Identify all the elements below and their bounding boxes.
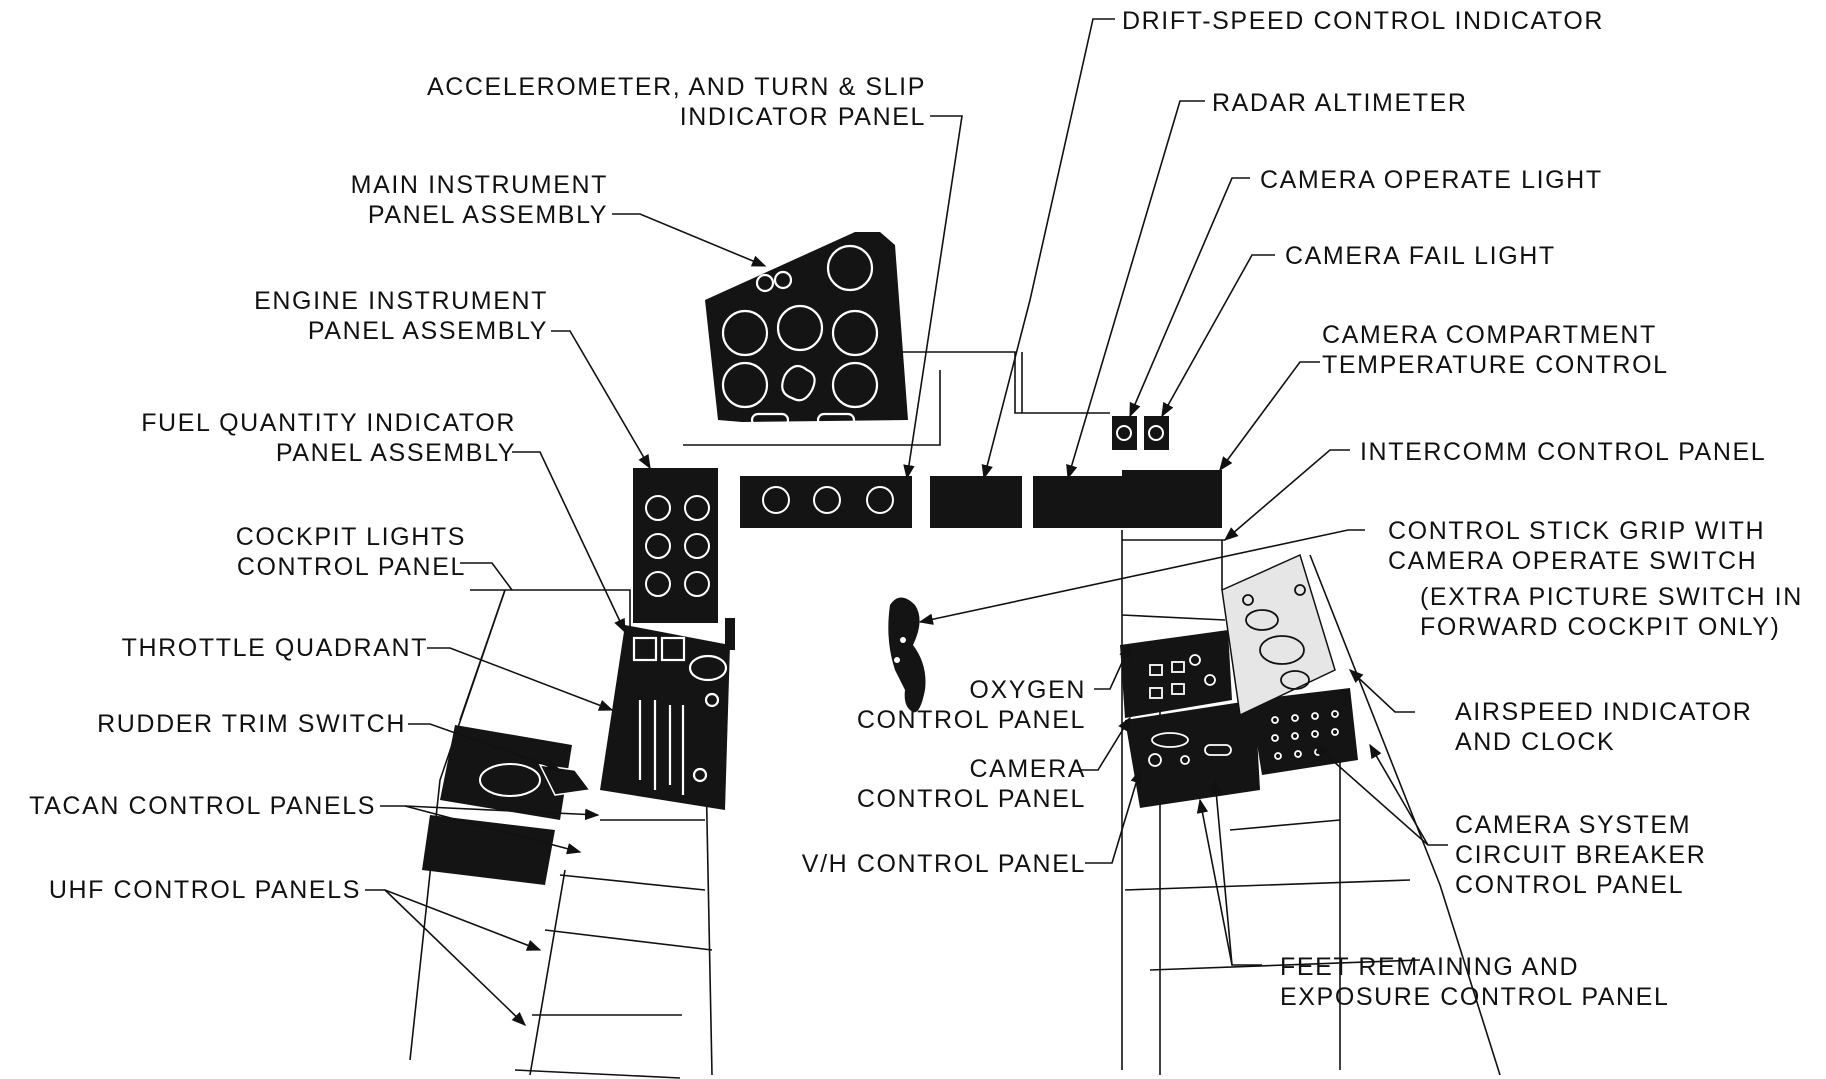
- engine-instrument-panel: [633, 468, 718, 623]
- label-uhf-control-panels: UHF CONTROL PANELS: [49, 875, 361, 905]
- drift-speed-indicator-panel: [930, 476, 1022, 528]
- label-camera-operate-light: CAMERA OPERATE LIGHT: [1260, 165, 1603, 195]
- tacan-panels: [422, 725, 590, 885]
- label-radar-altimeter: RADAR ALTIMETER: [1212, 88, 1468, 118]
- label-tacan-control-panels: TACAN CONTROL PANELS: [29, 791, 376, 821]
- main-instrument-panel: [705, 232, 908, 426]
- right-console-panels: [1120, 555, 1358, 808]
- intercomm-block: [1122, 470, 1222, 528]
- radar-altimeter-panel: [1033, 476, 1125, 528]
- label-throttle-quadrant: THROTTLE QUADRANT: [122, 633, 428, 663]
- throttle-quadrant: [600, 618, 735, 810]
- accelerometer-panel: [740, 476, 912, 528]
- label-rudder-trim-switch: RUDDER TRIM SWITCH: [97, 709, 406, 739]
- label-intercomm-control-panel: INTERCOMM CONTROL PANEL: [1360, 437, 1766, 467]
- label-camera-fail-light: CAMERA FAIL LIGHT: [1285, 241, 1556, 271]
- label-vh-control-panel: V/H CONTROL PANEL: [802, 849, 1086, 879]
- label-drift-speed-control-indicator: DRIFT-SPEED CONTROL INDICATOR: [1122, 6, 1604, 36]
- camera-lights: [1112, 416, 1169, 450]
